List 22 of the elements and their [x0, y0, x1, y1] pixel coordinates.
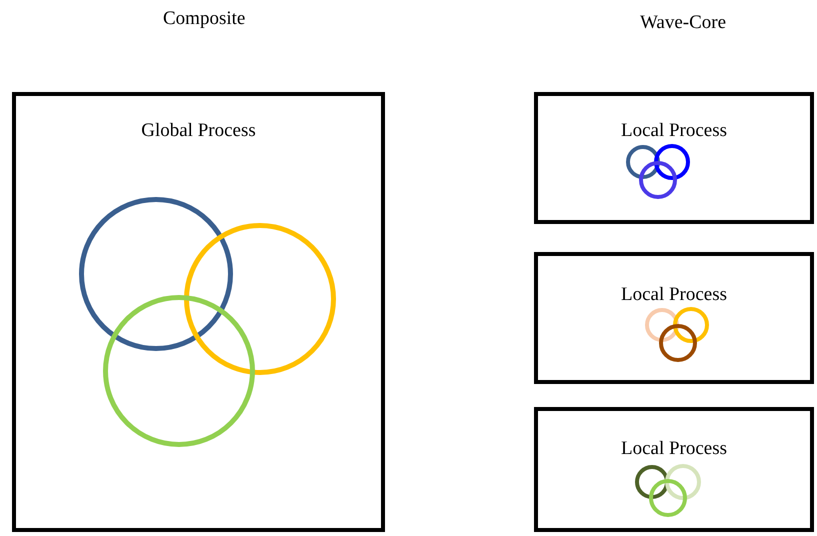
- circle-outline: [79, 197, 233, 351]
- circle-outline: [654, 144, 690, 180]
- column-heading: Wave-Core: [640, 12, 726, 34]
- circle-outline: [635, 465, 669, 499]
- process-box: [534, 252, 814, 384]
- box-title: Global Process: [141, 120, 256, 141]
- box-title: Local Process: [620, 438, 728, 459]
- process-box: [534, 407, 814, 532]
- circle-outline: [626, 145, 660, 179]
- column-heading: Composite: [163, 8, 246, 30]
- circle-outline: [639, 161, 677, 199]
- process-box: [534, 92, 814, 224]
- circle-outline: [659, 324, 697, 362]
- circle-outline: [649, 479, 687, 517]
- circle-outline: [184, 223, 336, 375]
- box-title: Local Process: [620, 120, 728, 141]
- circle-outline: [645, 308, 679, 342]
- box-title: Local Process: [620, 284, 728, 305]
- circle-outline: [665, 464, 701, 500]
- circle-outline: [103, 295, 255, 447]
- process-box: [12, 92, 385, 532]
- circle-outline: [673, 307, 709, 343]
